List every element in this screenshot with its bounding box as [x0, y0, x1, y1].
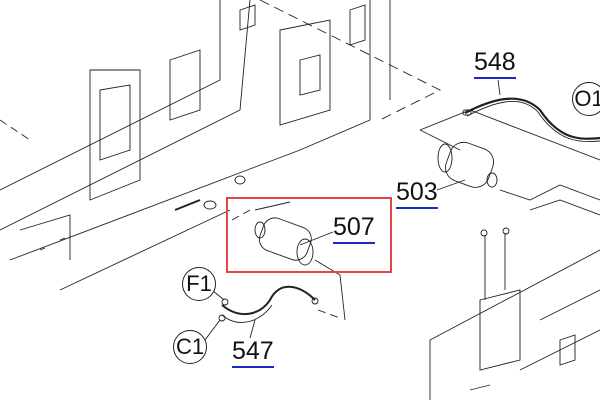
connector-label-o1: O1 [572, 82, 600, 116]
link-underline [396, 207, 438, 209]
link-underline [474, 77, 516, 79]
part-link-547[interactable]: 547 [232, 337, 274, 368]
part-link-503[interactable]: 503 [396, 178, 438, 209]
highlight-box-507 [226, 197, 392, 273]
motor-503-drawing [419, 109, 600, 216]
right-frame-chassis [429, 227, 600, 400]
part-number-507: 507 [333, 213, 375, 241]
harness-548-drawing [462, 79, 600, 143]
harness-547-drawing [204, 285, 319, 341]
link-underline [232, 366, 274, 368]
motor-507-drawing [231, 201, 346, 321]
connector-label-c1: C1 [173, 330, 207, 364]
connector-label-f1: F1 [182, 267, 216, 301]
link-underline [333, 242, 375, 244]
part-number-548: 548 [474, 48, 516, 76]
main-frame-chassis [0, 0, 442, 291]
part-link-507[interactable]: 507 [333, 213, 375, 244]
part-number-547: 547 [232, 337, 274, 365]
part-link-548[interactable]: 548 [474, 48, 516, 79]
part-number-503: 503 [396, 178, 438, 206]
